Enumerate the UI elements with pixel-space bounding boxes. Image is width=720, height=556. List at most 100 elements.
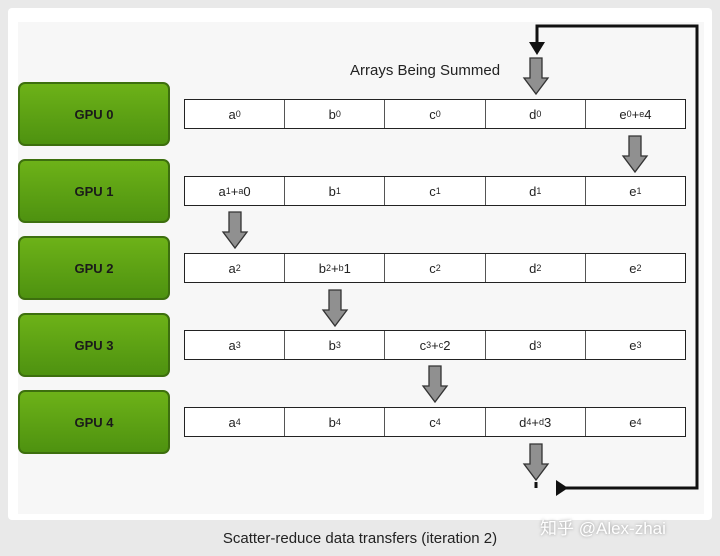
gpu-box: GPU 2 <box>18 236 170 300</box>
cell-text: + <box>631 106 640 122</box>
cell-subscript: 3 <box>636 340 642 350</box>
cell-subscript: c <box>438 340 444 350</box>
cell-subscript: 2 <box>235 263 241 273</box>
loop-arrow <box>535 24 699 490</box>
cell-subscript: 1 <box>435 186 441 196</box>
cell-text: a <box>228 337 236 353</box>
cell-text: d <box>529 337 537 353</box>
watermark: 知乎 @Alex-zhai <box>540 519 666 538</box>
cell-text: e <box>629 337 637 353</box>
cell-subscript: 2 <box>325 263 331 273</box>
cell-text: a <box>228 106 236 122</box>
transfer-arrow <box>522 443 550 482</box>
cell-text: 4 <box>644 106 652 122</box>
gpu-box: GPU 3 <box>18 313 170 377</box>
cell-subscript: 0 <box>235 109 241 119</box>
loop-arrow-head-bottom <box>556 480 568 496</box>
cell-text: e <box>629 260 637 276</box>
cell-text: d <box>519 414 527 430</box>
cell-subscript: 4 <box>235 417 241 427</box>
transfer-arrow <box>221 211 249 250</box>
cell-subscript: 3 <box>426 340 432 350</box>
cell-subscript: 2 <box>636 263 642 273</box>
gpu-box: GPU 4 <box>18 390 170 454</box>
cell-subscript: 3 <box>536 340 542 350</box>
cell-subscript: 1 <box>335 186 341 196</box>
figure-caption: Scatter-reduce data transfers (iteration… <box>222 530 498 547</box>
cell-text: d <box>529 183 537 199</box>
cell-text: d <box>529 106 537 122</box>
transfer-arrow <box>421 365 449 404</box>
transfer-arrow <box>522 57 550 96</box>
cell-subscript: 0 <box>335 109 341 119</box>
cell-subscript: 3 <box>235 340 241 350</box>
cell-text: c <box>429 260 436 276</box>
cell-text: b <box>328 414 336 430</box>
transfer-arrow <box>321 289 349 328</box>
cell-text: c <box>429 106 436 122</box>
cell-subscript: 2 <box>435 263 441 273</box>
cell-text: 1 <box>343 260 351 276</box>
cell-text: b <box>328 337 336 353</box>
cell-text: 0 <box>243 183 251 199</box>
cell-text: b <box>328 106 336 122</box>
cell-subscript: 0 <box>626 109 632 119</box>
cell-text: + <box>230 183 239 199</box>
cell-text: d <box>529 260 537 276</box>
cell-text: e <box>629 414 637 430</box>
cell-text: + <box>531 414 539 430</box>
cell-subscript: 0 <box>435 109 441 119</box>
cell-subscript: 1 <box>636 186 642 196</box>
cell-text: e <box>629 183 637 199</box>
cell-subscript: 2 <box>536 263 542 273</box>
loop-arrow-head-top <box>529 42 545 55</box>
cell-subscript: 4 <box>335 417 341 427</box>
cell-text: a <box>218 183 226 199</box>
diagram-title: Arrays Being Summed <box>350 62 501 79</box>
gpu-box: GPU 0 <box>18 82 170 146</box>
cell-text: c <box>419 337 427 353</box>
cell-text: e <box>619 106 627 122</box>
cell-subscript: 1 <box>536 186 542 196</box>
cell-text: c <box>429 414 436 430</box>
cell-subscript: b <box>338 263 344 273</box>
cell-text: b <box>318 260 326 276</box>
cell-text: + <box>431 337 439 353</box>
cell-subscript: 4 <box>435 417 441 427</box>
cell-subscript: 4 <box>636 417 642 427</box>
cell-subscript: 1 <box>225 186 231 196</box>
cell-text: c <box>429 183 436 199</box>
cell-subscript: 3 <box>335 340 341 350</box>
cell-subscript: e <box>639 109 645 119</box>
transfer-arrow <box>621 135 649 174</box>
